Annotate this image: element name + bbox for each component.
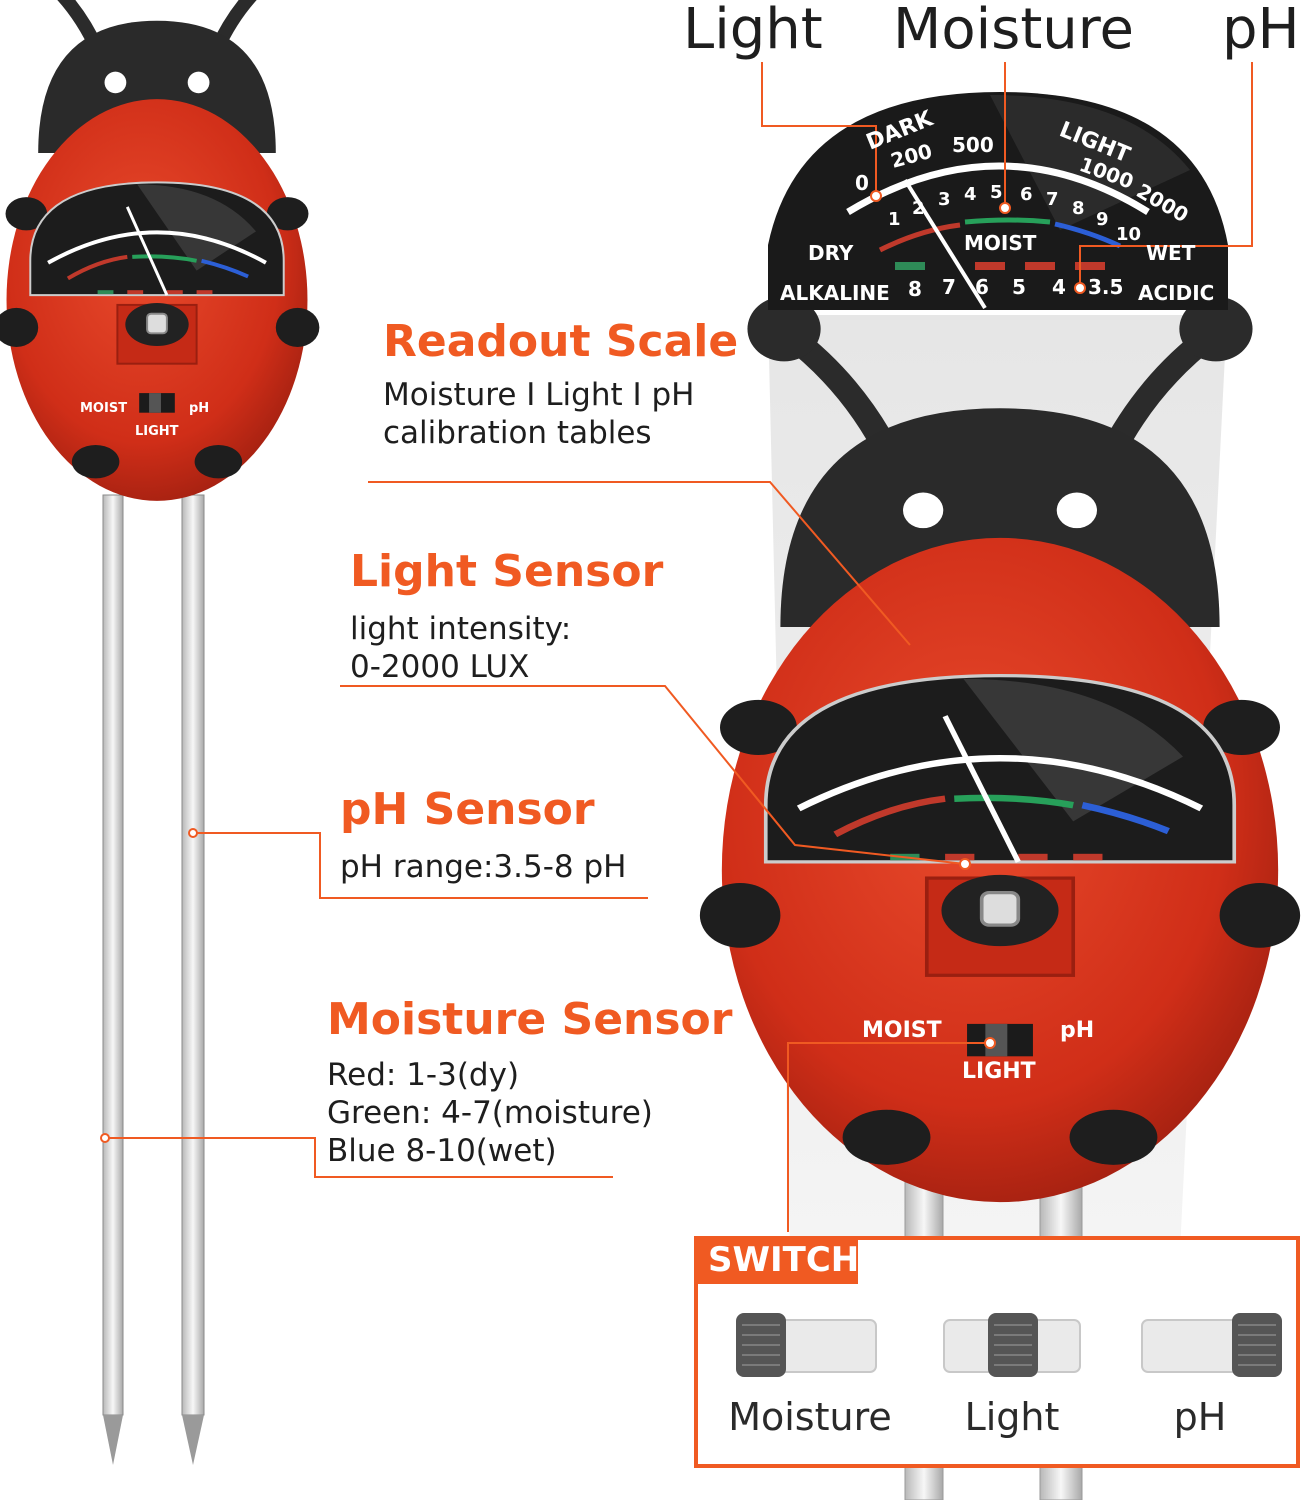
switch-panel-graphics: [694, 1236, 1300, 1468]
dial-moist-9: 9: [1096, 209, 1109, 230]
dial-ph-4: 4: [1052, 275, 1066, 299]
feature-line: pH range:3.5-8 pH: [340, 849, 627, 885]
feature-title: Moisture Sensor: [327, 994, 733, 1045]
dial-ph-3.5: 3.5: [1088, 275, 1123, 299]
switch-option-light: Light: [964, 1395, 1060, 1439]
dial-moist-7: 7: [1046, 189, 1059, 210]
dial-moist-8: 8: [1072, 198, 1085, 219]
left-probes: [102, 494, 205, 1465]
feature-line: Red: 1-3(dy): [327, 1057, 520, 1093]
feature-title: Light Sensor: [350, 546, 664, 597]
small-device-switch-labels: MOIST pH LIGHT: [80, 401, 209, 439]
feature-ph-sensor: pH Sensor pH range:3.5-8 pH: [340, 788, 626, 886]
large-switch-ph-label: pH: [1060, 1018, 1094, 1043]
small-switch-ph-label: pH: [189, 401, 209, 416]
switch-option-moisture: Moisture: [728, 1395, 892, 1439]
dial-moist-label: MOIST: [964, 231, 1037, 255]
feature-line: calibration tables: [383, 415, 652, 451]
dial-moist-2: 2: [912, 198, 925, 219]
feature-line: Moisture I Light I pH: [383, 377, 695, 413]
dial-acidic-label: ACIDIC: [1138, 281, 1214, 305]
switch-option-ph: pH: [1173, 1395, 1227, 1439]
large-device-switch-labels: MOIST pH LIGHT: [862, 1018, 1094, 1084]
switch-panel-title: SWITCH: [708, 1240, 860, 1280]
feature-light-sensor: Light Sensor light intensity: 0-2000 LUX: [350, 550, 663, 686]
top-label-moisture: Moisture: [893, 0, 1135, 62]
dial-lux-0: 0: [855, 171, 869, 195]
feature-moisture-sensor: Moisture Sensor Red: 1-3(dy) Green: 4-7(…: [327, 998, 732, 1170]
dial-moist-3: 3: [938, 189, 951, 210]
feature-line: Blue 8-10(wet): [327, 1133, 557, 1169]
feature-title: pH Sensor: [340, 784, 595, 835]
dial-alkaline-label: ALKALINE: [780, 281, 890, 305]
top-label-light: Light: [683, 0, 823, 62]
dial-moist-5: 5: [990, 182, 1003, 203]
callout-lines: [105, 62, 1253, 1232]
top-label-ph: pH: [1222, 0, 1300, 62]
small-switch-light-label: LIGHT: [135, 424, 179, 439]
zoomed-dial-text: DARK LIGHT 0 200 500 1000 2000 1 2 3 4 5…: [780, 106, 1214, 305]
dial-ph-6: 6: [975, 275, 989, 299]
large-switch-moist-label: MOIST: [862, 1018, 942, 1043]
dial-ph-5: 5: [1012, 275, 1026, 299]
small-switch-moist-label: MOIST: [80, 401, 127, 416]
dial-moist-10: 10: [1116, 224, 1141, 245]
dial-moist-6: 6: [1020, 184, 1033, 205]
feature-title: Readout Scale: [383, 316, 739, 367]
feature-line: Green: 4-7(moisture): [327, 1095, 653, 1131]
dial-wet-label: WET: [1146, 241, 1196, 265]
dial-moist-4: 4: [964, 184, 977, 205]
dial-ph-7: 7: [942, 275, 956, 299]
dial-dry-label: DRY: [808, 241, 854, 265]
callout-dots: [100, 190, 1086, 1143]
zoomed-dial: [768, 92, 1228, 310]
feature-line: light intensity:: [350, 611, 572, 647]
dial-ph-8: 8: [908, 277, 922, 301]
dial-moist-1: 1: [888, 209, 901, 230]
large-switch-light-label: LIGHT: [962, 1059, 1036, 1084]
feature-line: 0-2000 LUX: [350, 649, 530, 685]
dial-lux-500: 500: [952, 133, 994, 157]
feature-readout-scale: Readout Scale Moisture I Light I pH cali…: [383, 320, 738, 452]
